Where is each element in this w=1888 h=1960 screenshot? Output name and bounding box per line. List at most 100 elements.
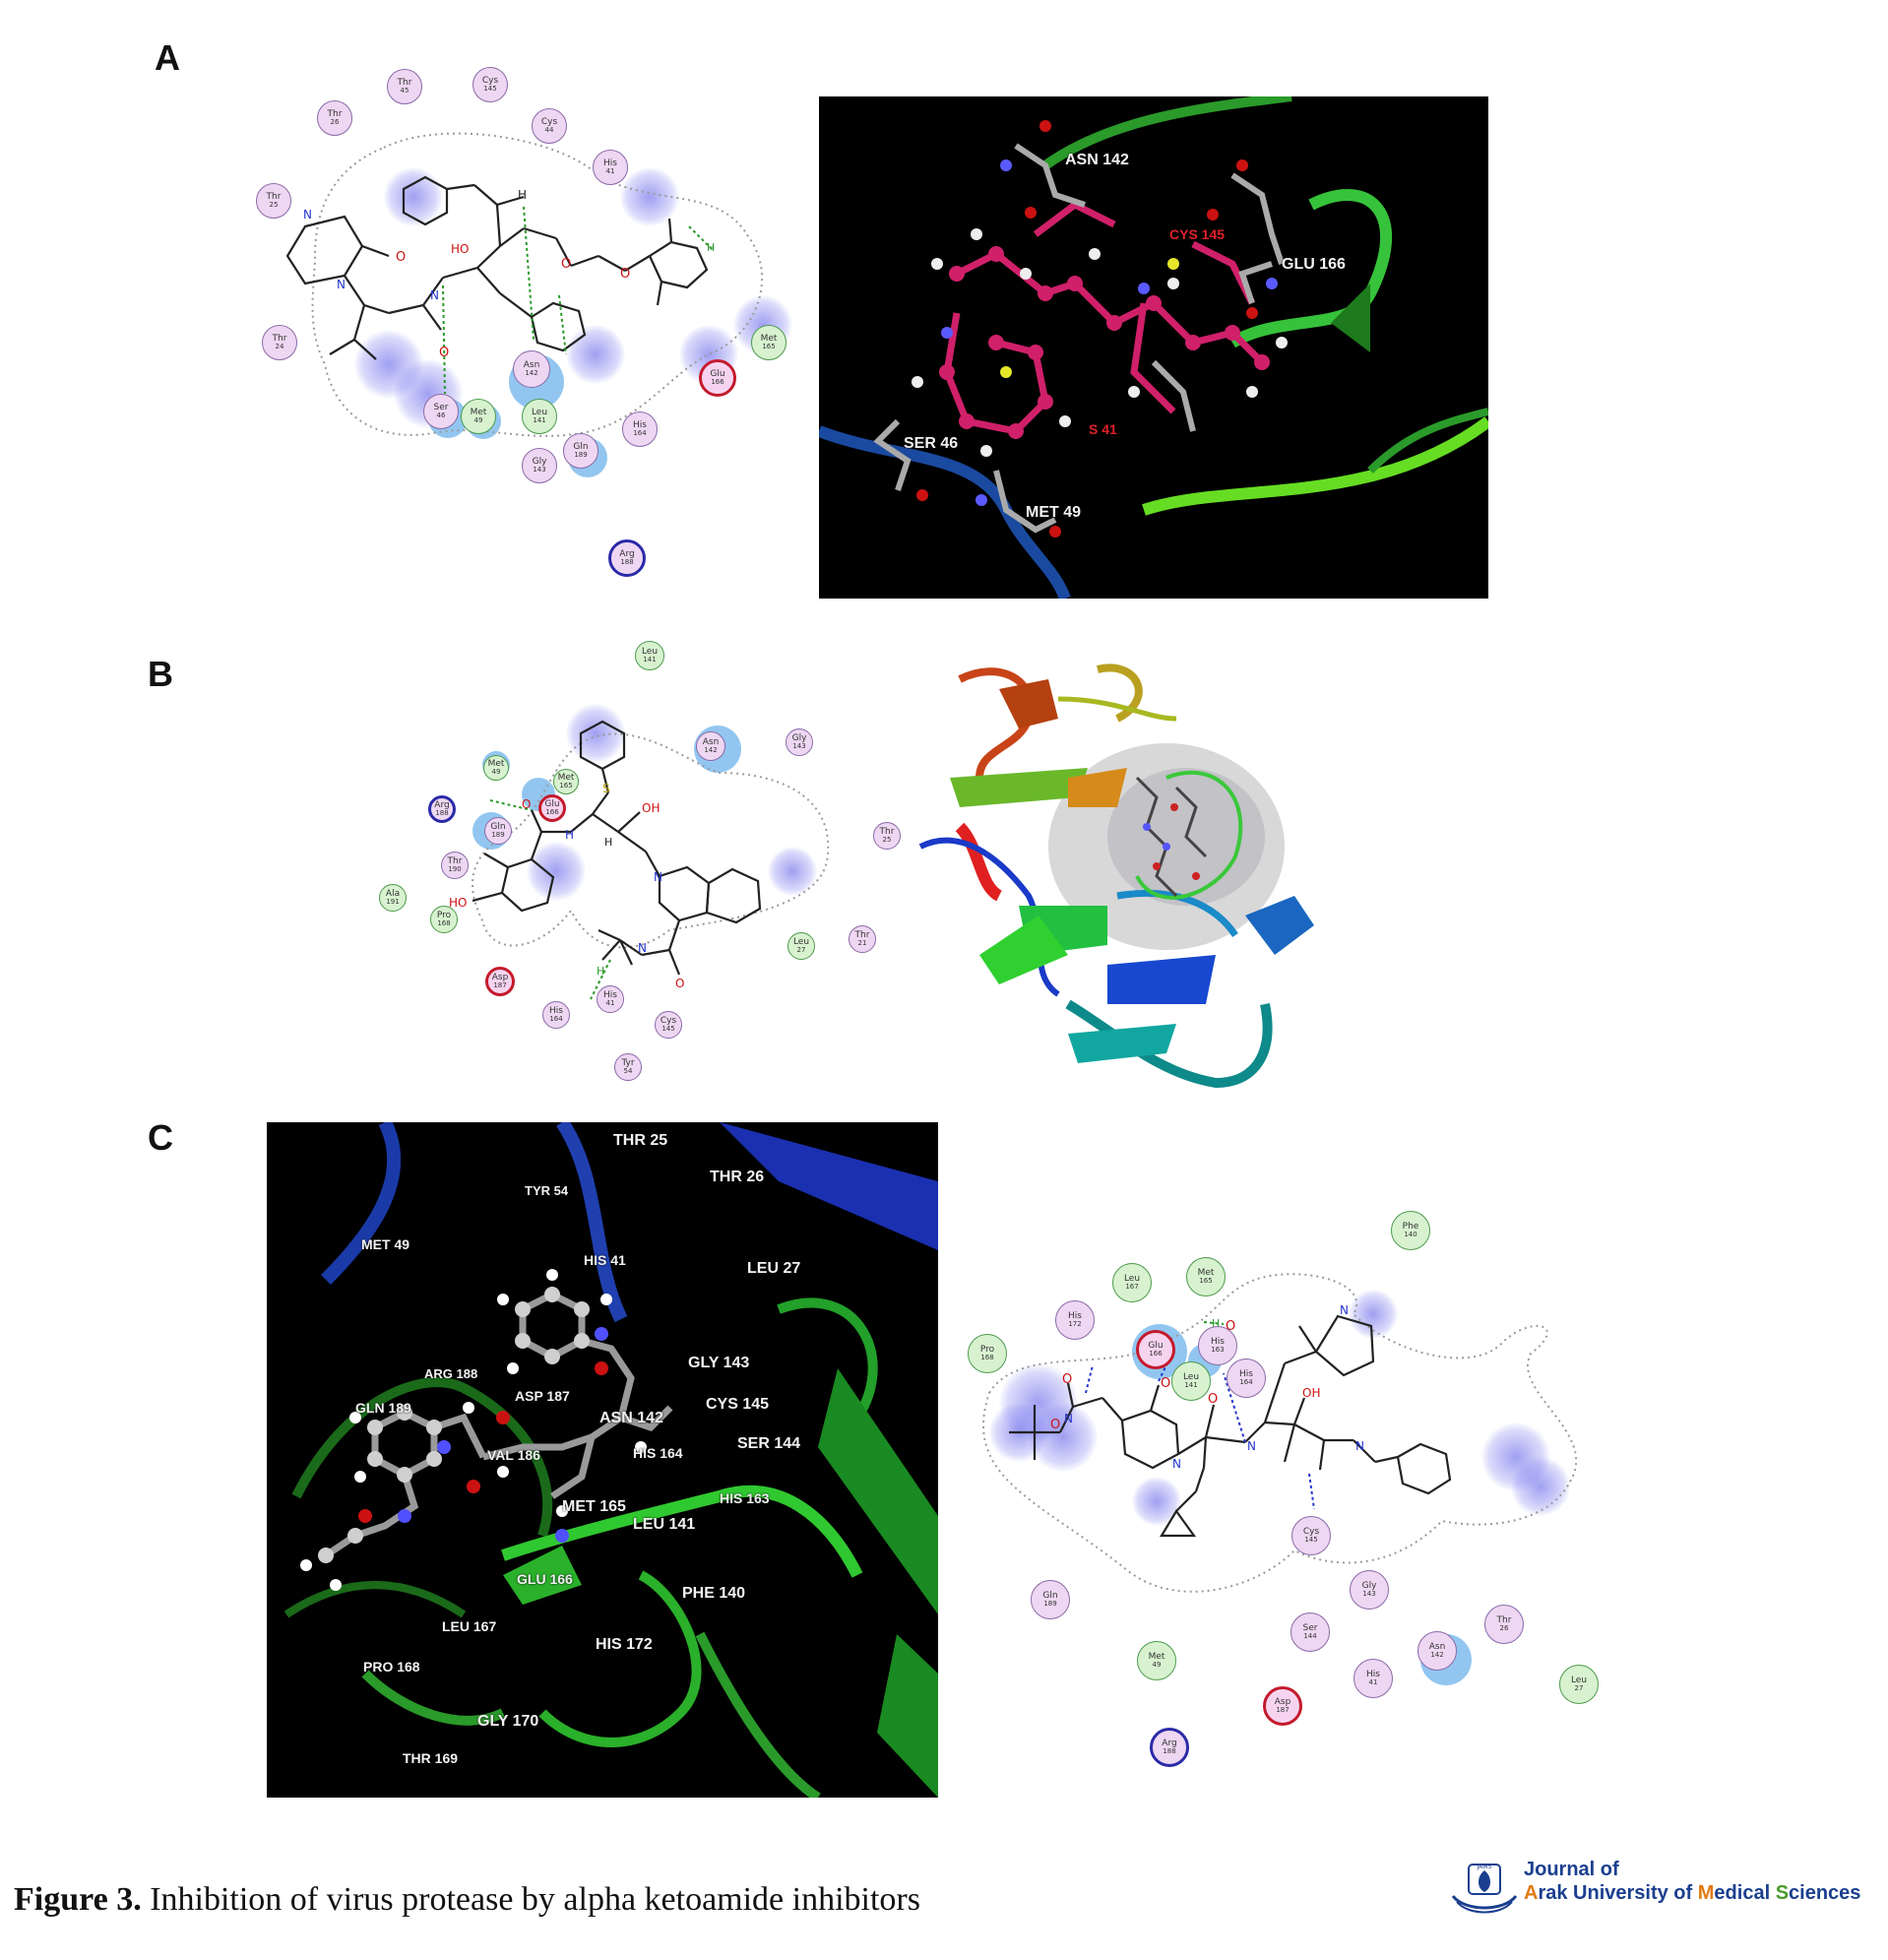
- residue-label-3d: MET 49: [361, 1236, 410, 1252]
- residue-label-3d: MET 49: [1026, 504, 1082, 521]
- atom-label: N: [638, 941, 647, 955]
- residue-label-3d: ASN 142: [1065, 152, 1129, 168]
- residue-label-3d: TYR 54: [525, 1183, 569, 1198]
- residue-label-3d: SER 144: [737, 1435, 801, 1452]
- atom-label: O: [396, 250, 406, 265]
- atom-label: O: [522, 797, 531, 811]
- atom-label: N: [1340, 1303, 1349, 1317]
- journal-name-line1: Journal of: [1524, 1859, 1619, 1880]
- residue-label-3d: THR 169: [403, 1750, 459, 1766]
- panel-letter-c: C: [148, 1117, 173, 1158]
- residue-label-3d: ASN 142: [599, 1410, 663, 1426]
- residue-label-3d: LEU 27: [747, 1260, 801, 1277]
- residue-label-3d: GLY 170: [477, 1713, 539, 1730]
- residue-label-3d: PRO 168: [363, 1659, 420, 1675]
- atom-label: O: [1062, 1372, 1072, 1387]
- residue-label-3d: GLU 166: [1282, 256, 1346, 273]
- residue-label-3d: MET 165: [562, 1498, 626, 1515]
- journal-badge: JAMS: [1477, 1864, 1492, 1870]
- atom-label: H: [1212, 1317, 1220, 1330]
- figure-label: Figure 3.: [14, 1881, 142, 1918]
- atom-label: O: [1208, 1392, 1218, 1407]
- panel-a-ligand-structure: N O N HO N H O O O H: [285, 132, 764, 437]
- residue-label-3d: LEU 167: [442, 1618, 497, 1634]
- logo-letter-s: S: [1775, 1882, 1790, 1904]
- residue-label-3d: GLY 143: [688, 1355, 750, 1371]
- panel-letter-b: B: [148, 654, 173, 694]
- atom-label: S: [602, 782, 610, 795]
- atom-label: H: [707, 241, 715, 254]
- atom-label: O: [1161, 1376, 1170, 1391]
- atom-label: O: [675, 977, 684, 990]
- atom-label: N: [654, 870, 662, 884]
- atom-label: H: [518, 188, 527, 202]
- residue-label-3d: THR 26: [710, 1169, 765, 1185]
- atom-label: H: [597, 965, 604, 978]
- residue-label-3d: VAL 186: [487, 1447, 540, 1463]
- panel-a-3d-render: [819, 96, 1488, 599]
- logo-text-part: edical: [1714, 1882, 1776, 1904]
- panel-c-ligand-structure: N O O O N O N OH O N N H: [982, 1273, 1578, 1593]
- atom-label: N: [430, 288, 439, 302]
- logo-text-part: ciences: [1789, 1882, 1861, 1904]
- residue-label-3d: THR 25: [613, 1132, 668, 1149]
- figure-caption-text: Inhibition of virus protease by alpha ke…: [141, 1881, 920, 1918]
- residue-label-3d: PHE 140: [682, 1585, 746, 1602]
- panel-b-ribbon-render: [918, 664, 1314, 1089]
- hydrophobic-halo: [566, 325, 625, 384]
- atom-label: O: [1050, 1418, 1060, 1432]
- panel-a-3d-view: ASN 142 CYS 145 GLU 166 SER 46 MET 49 S …: [819, 96, 1488, 599]
- residue-label-3d: HIS 163: [720, 1490, 770, 1506]
- hydrophobic-halo: [620, 167, 679, 226]
- atom-label: HO: [451, 242, 469, 256]
- panel-letter-a: A: [155, 37, 180, 78]
- atom-label: OH: [1302, 1386, 1320, 1400]
- atom-label: O: [561, 257, 571, 272]
- panel-b-ribbon-structure: [918, 660, 1334, 1103]
